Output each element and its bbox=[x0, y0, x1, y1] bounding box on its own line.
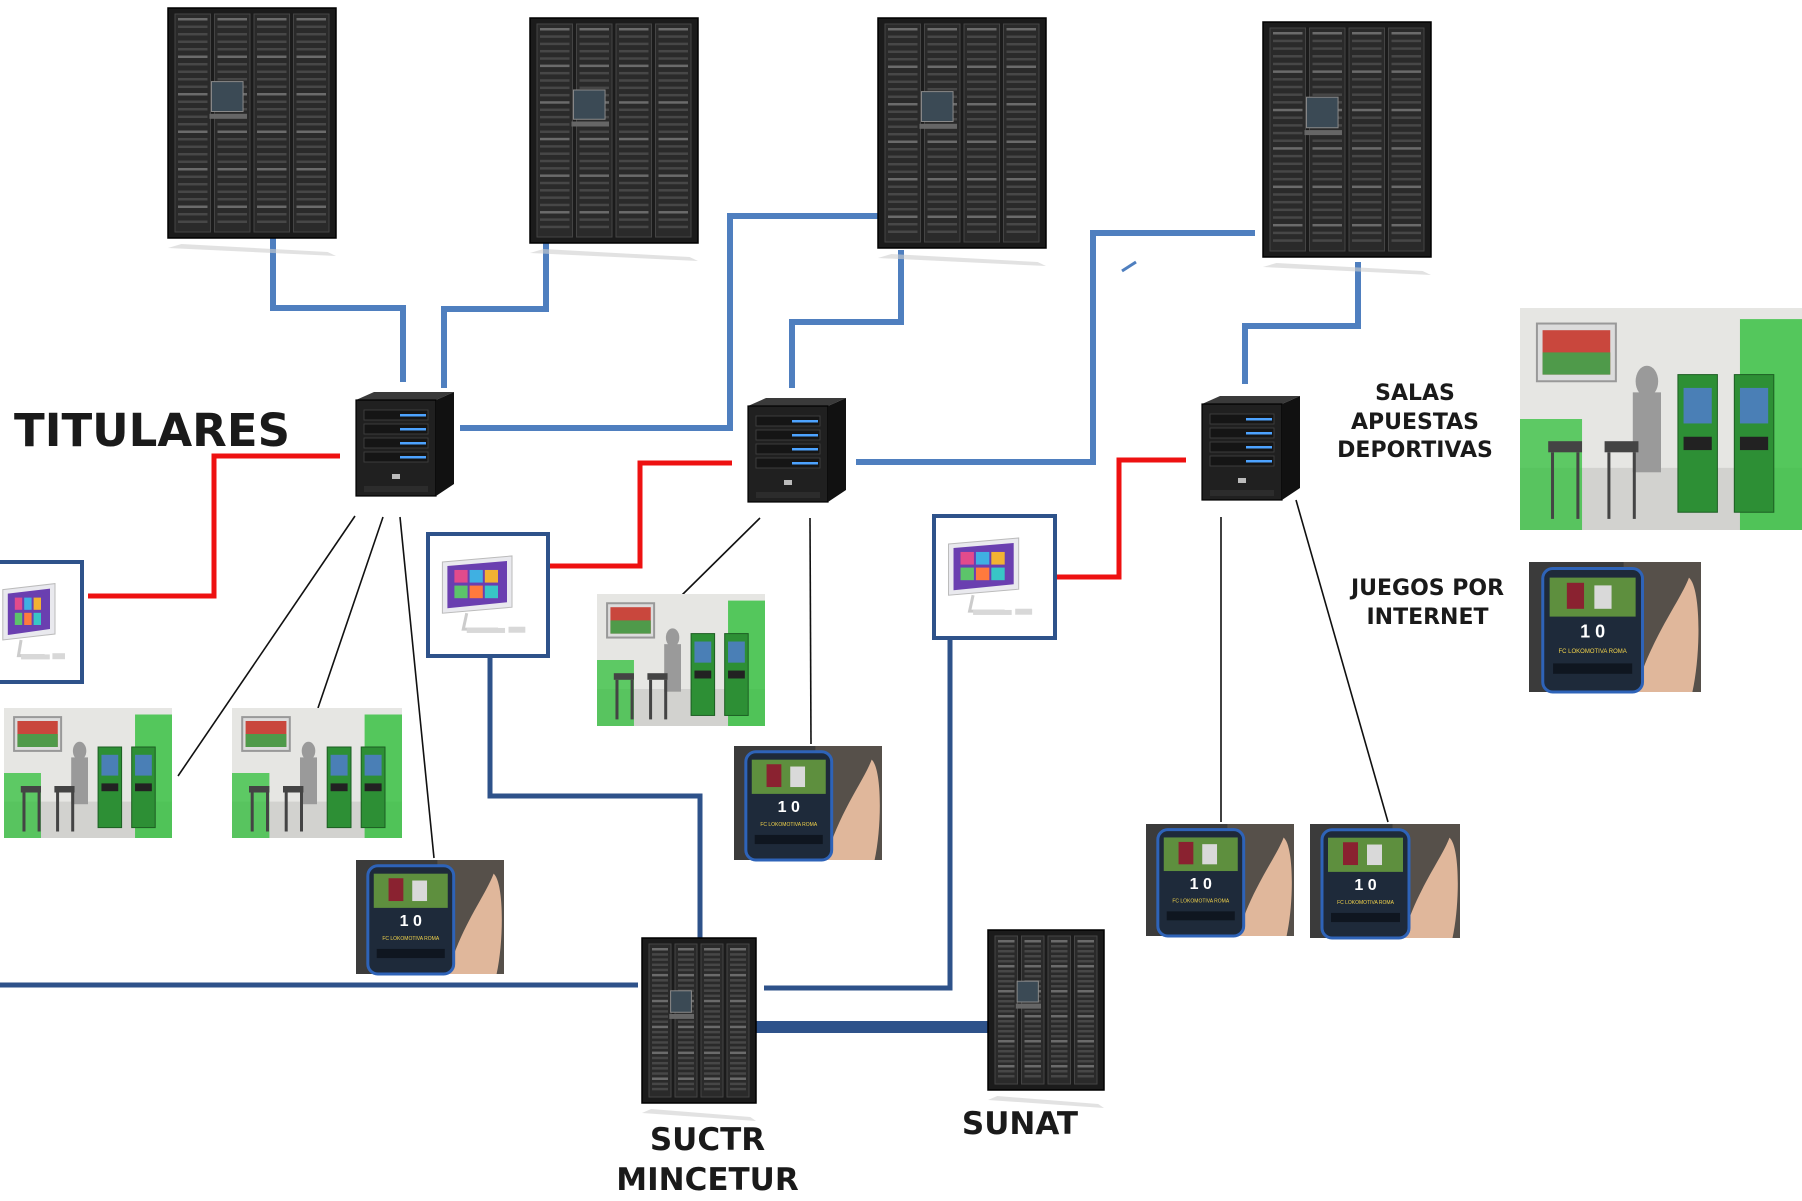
monitor-link-pc3-suctr bbox=[764, 640, 953, 991]
admin-link-pc1 bbox=[88, 453, 340, 599]
rack-server-2-icon bbox=[529, 17, 699, 261]
device-link-2 bbox=[317, 516, 384, 709]
betting-hall-3-photo bbox=[597, 594, 765, 726]
all-in-one-pc-1-icon bbox=[0, 560, 84, 684]
link-rack1-server1 bbox=[270, 232, 406, 382]
phone-team: FC LOKOMOTIVA ROMA bbox=[760, 822, 818, 828]
phone-score: 1 0 bbox=[1190, 876, 1212, 893]
device-link-5 bbox=[809, 517, 812, 745]
phone-score: 1 0 bbox=[1580, 621, 1605, 641]
rack-server-4-icon bbox=[1262, 21, 1432, 275]
admin-link-pc2 bbox=[548, 460, 732, 569]
betting-hall-1-photo bbox=[4, 708, 172, 838]
betting-hall-2-photo bbox=[232, 708, 402, 838]
phone-team: FC LOKOMOTIVA ROMA bbox=[1337, 900, 1395, 906]
phone-score: 1 0 bbox=[400, 913, 422, 930]
link-server2-rack4 bbox=[856, 230, 1255, 465]
label-salas-line2: APUESTAS bbox=[1350, 409, 1480, 435]
link-rack2-server1 bbox=[441, 232, 549, 388]
label-salas-apuestas: SALAS APUESTAS DEPORTIVAS bbox=[1335, 380, 1495, 466]
phone-team: FC LOKOMOTIVA ROMA bbox=[1172, 898, 1230, 904]
phone-betting-3-photo: 1 0 FC LOKOMOTIVA ROMA bbox=[1146, 824, 1294, 938]
rack-server-suctr-icon bbox=[641, 937, 757, 1121]
link-stub bbox=[1121, 260, 1137, 273]
device-link-3 bbox=[399, 516, 435, 859]
all-in-one-pc-2-icon bbox=[426, 532, 550, 658]
label-suctr-line2: MINCETUR bbox=[616, 1162, 799, 1199]
label-suctr-line1: SUCTR bbox=[649, 1122, 766, 1158]
link-server1-rack3 bbox=[460, 213, 882, 431]
link-rack4-server3 bbox=[1242, 262, 1361, 384]
device-link-7 bbox=[1295, 499, 1389, 823]
rack-server-3-icon bbox=[877, 17, 1047, 266]
phone-betting-4-photo: 1 0 FC LOKOMOTIVA ROMA bbox=[1310, 824, 1460, 940]
tower-server-2-icon bbox=[747, 398, 846, 503]
tower-server-1-icon bbox=[355, 392, 454, 497]
label-titulares: TITULARES bbox=[14, 404, 290, 457]
label-suctr-mincetur: SUCTR MINCETUR bbox=[600, 1120, 815, 1201]
device-link-1 bbox=[177, 515, 356, 777]
label-juegos-internet: JUEGOS POR INTERNET bbox=[1345, 575, 1510, 632]
monitor-link-pc2-suctr bbox=[487, 656, 703, 940]
tower-server-3-icon bbox=[1201, 396, 1300, 501]
label-salas-line1: SALAS bbox=[1375, 381, 1455, 406]
phone-team: FC LOKOMOTIVA ROMA bbox=[382, 936, 440, 942]
betting-hall-4-photo bbox=[1520, 308, 1802, 530]
phone-score: 1 0 bbox=[1354, 877, 1376, 894]
rack-server-sunat-icon bbox=[987, 929, 1105, 1108]
label-juegos-line1: JUEGOS POR bbox=[1350, 576, 1505, 601]
all-in-one-pc-3-icon bbox=[932, 514, 1057, 640]
phone-betting-2-photo: 1 0 FC LOKOMOTIVA ROMA bbox=[734, 746, 882, 862]
phone-betting-1-photo: 1 0 FC LOKOMOTIVA ROMA bbox=[356, 860, 504, 976]
rack-server-1-icon bbox=[167, 7, 337, 256]
admin-link-pc3 bbox=[1055, 457, 1186, 580]
label-sunat: SUNAT bbox=[961, 1106, 1079, 1142]
phone-team: FC LOKOMOTIVA ROMA bbox=[1559, 649, 1627, 655]
label-juegos-line2: INTERNET bbox=[1366, 604, 1489, 630]
link-rack3-server2 bbox=[789, 250, 904, 388]
label-salas-line3: DEPORTIVAS bbox=[1337, 438, 1493, 464]
device-link-4 bbox=[681, 517, 761, 596]
phone-betting-5-photo: 1 0 FC LOKOMOTIVA ROMA bbox=[1529, 562, 1701, 694]
phone-score: 1 0 bbox=[778, 799, 800, 816]
